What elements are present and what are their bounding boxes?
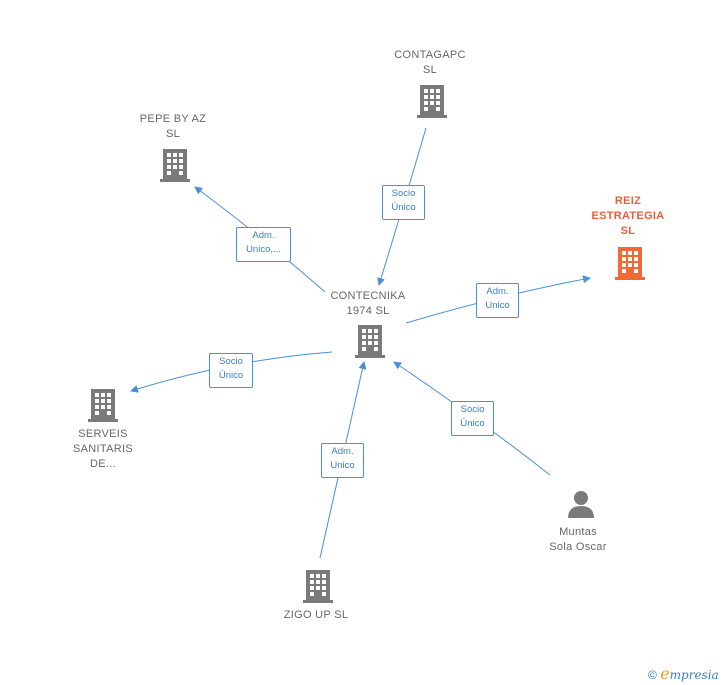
building-icon[interactable] [614,245,646,281]
copyright-symbol: © [648,668,657,682]
edge-label-muntas-sola-oscar[interactable]: Socio Único [451,401,494,436]
empresia-logo[interactable]: empresia [660,664,719,683]
node-label-contecnika[interactable]: CONTECNIKA 1974 SL [330,290,406,317]
node-label-reiz-estrategia[interactable]: REIZ ESTRATEGIA SL [591,195,665,237]
edge-label-zigo-up[interactable]: Adm. Unico [321,443,364,478]
building-icon[interactable] [354,323,386,359]
building-icon[interactable] [159,147,191,183]
person-icon[interactable] [566,489,596,519]
node-label-serveis-sanitaris[interactable]: SERVEIS SANITARIS DE... [73,428,133,470]
edge-label-pepe-by-az[interactable]: Adm. Unico,... [236,227,291,262]
building-icon[interactable] [416,83,448,119]
building-icon[interactable] [87,387,119,423]
building-icon[interactable] [302,568,334,604]
edge-label-contagapc[interactable]: Socio Único [382,185,425,220]
edge-label-serveis-sanitaris[interactable]: Socio Único [209,353,253,388]
node-label-contagapc[interactable]: CONTAGAPC SL [394,49,466,76]
footer-copyright: © empresia [648,664,719,683]
node-label-muntas-sola-oscar[interactable]: Muntas Sola Oscar [549,526,607,553]
edge-label-reiz-estrategia[interactable]: Adm. Unico [476,283,519,318]
node-label-pepe-by-az[interactable]: PEPE BY AZ SL [139,113,207,140]
node-label-zigo-up[interactable]: ZIGO UP SL [283,609,349,621]
